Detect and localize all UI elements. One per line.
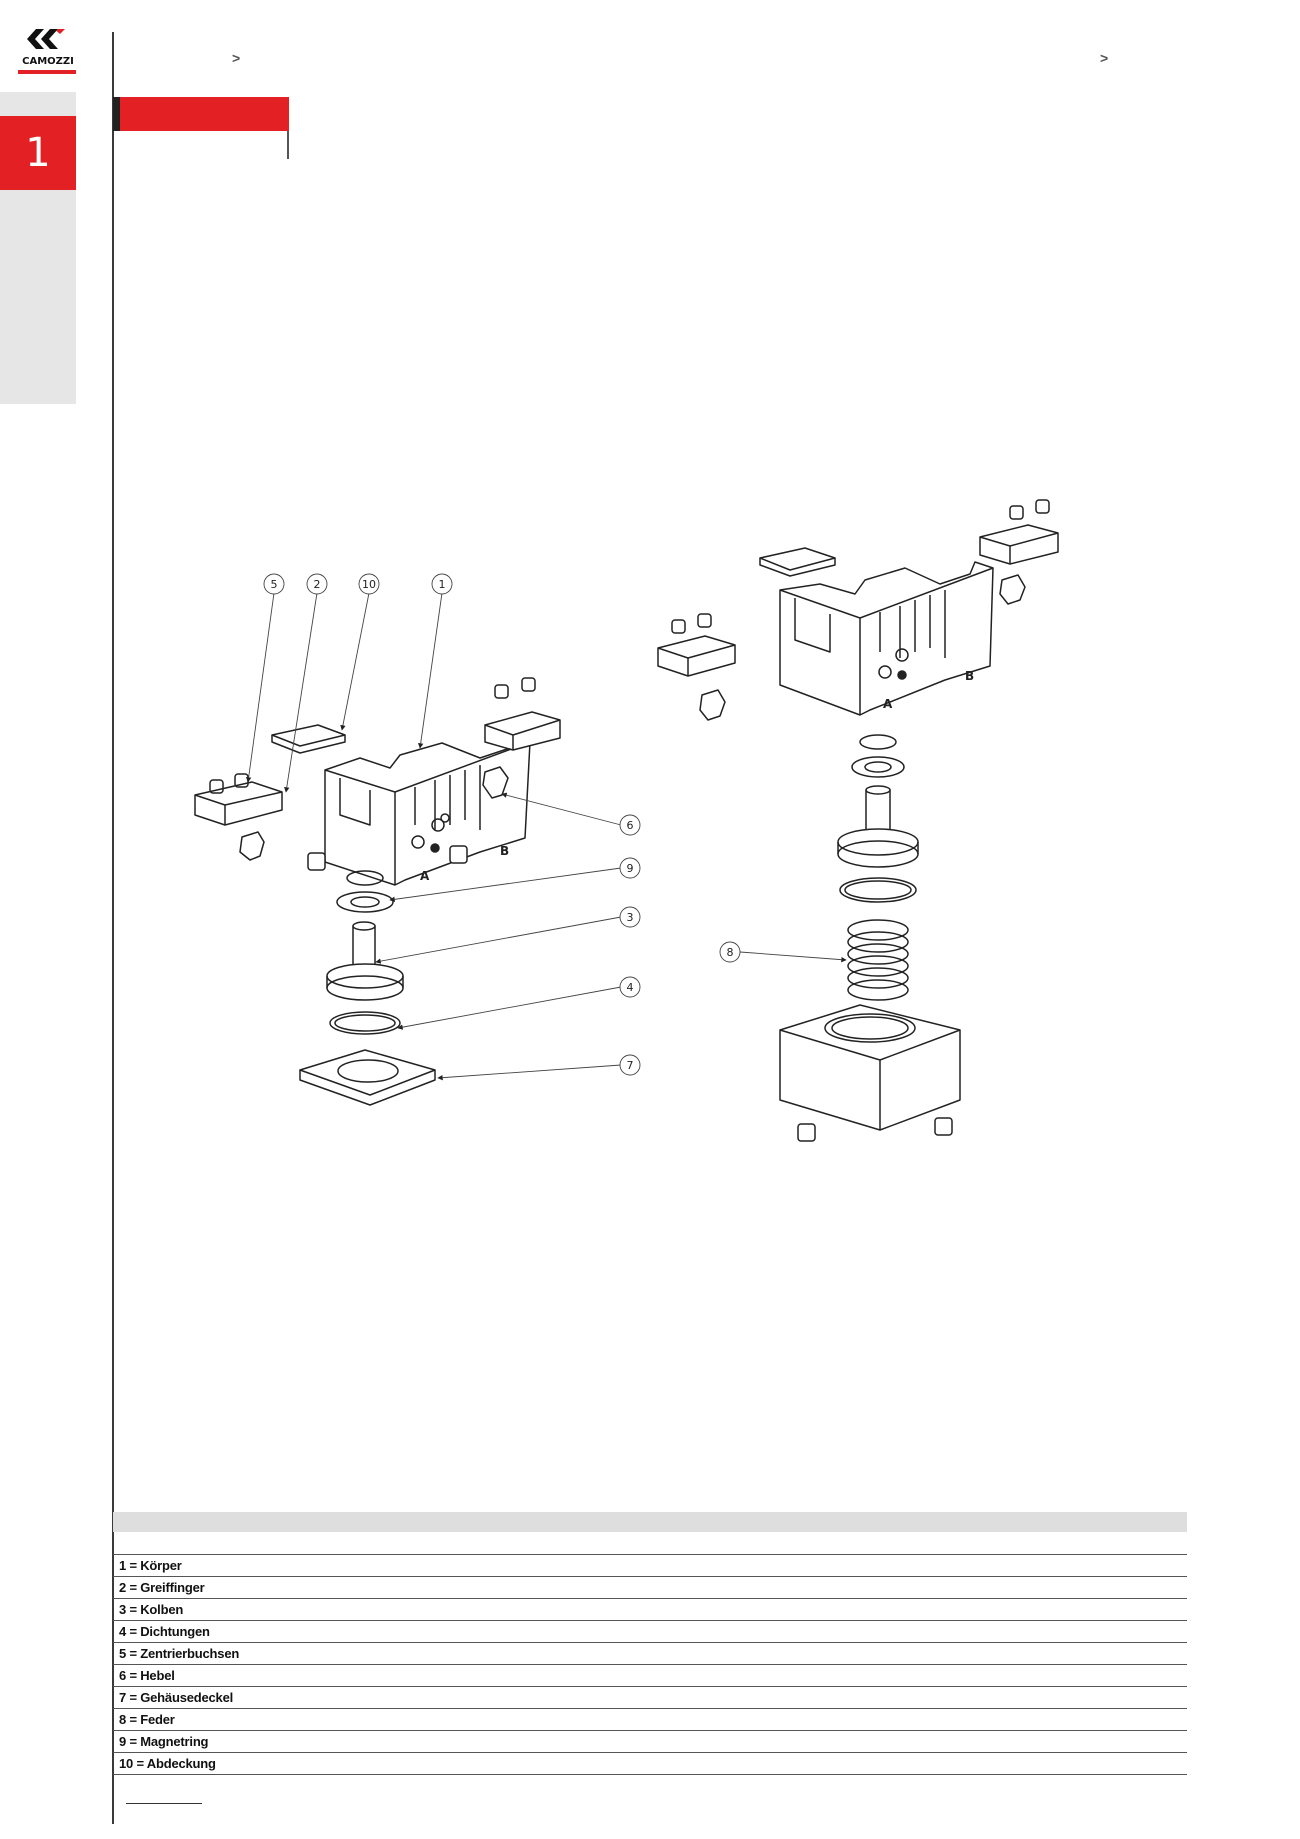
table-row: 6 = Hebel	[113, 1665, 1187, 1687]
callout-8: 8	[727, 946, 734, 959]
parts-table: 1 = Körper 2 = Greiffinger 3 = Kolben 4 …	[113, 1512, 1187, 1775]
table-row: 1 = Körper	[113, 1555, 1187, 1577]
breadcrumb-separator-1[interactable]: >	[232, 50, 241, 66]
callout-5: 5	[271, 578, 278, 591]
body-marking-b: B	[500, 844, 509, 858]
callout-4: 4	[627, 981, 634, 994]
section-title-bar	[113, 97, 289, 131]
table-row: 8 = Feder	[113, 1709, 1187, 1731]
callout-2: 2	[314, 578, 321, 591]
table-row: 7 = Gehäusedeckel	[113, 1687, 1187, 1709]
table-header	[113, 1512, 1187, 1532]
body-marking-a: A	[420, 869, 430, 883]
right-marking-b: B	[965, 669, 974, 683]
brand-name: CAMOZZI	[22, 56, 74, 67]
right-marking-a: A	[883, 697, 893, 711]
left-assembly: A B	[194, 573, 641, 1106]
table-row: 9 = Magnetring	[113, 1731, 1187, 1753]
brand-underline	[18, 70, 76, 74]
page-divider	[112, 32, 114, 1824]
table-row: 5 = Zentrierbuchsen	[113, 1643, 1187, 1665]
camozzi-logo-icon	[27, 29, 65, 49]
callout-10: 10	[362, 578, 376, 591]
breadcrumb-separator-2[interactable]: >	[1100, 50, 1109, 66]
table-row: 4 = Dichtungen	[113, 1621, 1187, 1643]
exploded-view-drawing: A B	[194, 499, 1059, 1142]
table-spacer-row	[113, 1532, 1187, 1555]
callout-1: 1	[439, 578, 446, 591]
table-row: 2 = Greiffinger	[113, 1577, 1187, 1599]
table-row: 3 = Kolben	[113, 1599, 1187, 1621]
callout-6: 6	[627, 819, 634, 832]
footer-rule	[126, 1803, 202, 1804]
right-assembly: A B	[657, 499, 1059, 1142]
title-bar-tick	[287, 131, 289, 159]
callout-3: 3	[627, 911, 634, 924]
callout-9: 9	[627, 862, 634, 875]
callout-7: 7	[627, 1059, 634, 1072]
table-row: 10 = Abdeckung	[113, 1753, 1187, 1775]
chapter-number[interactable]: 1	[0, 116, 76, 190]
